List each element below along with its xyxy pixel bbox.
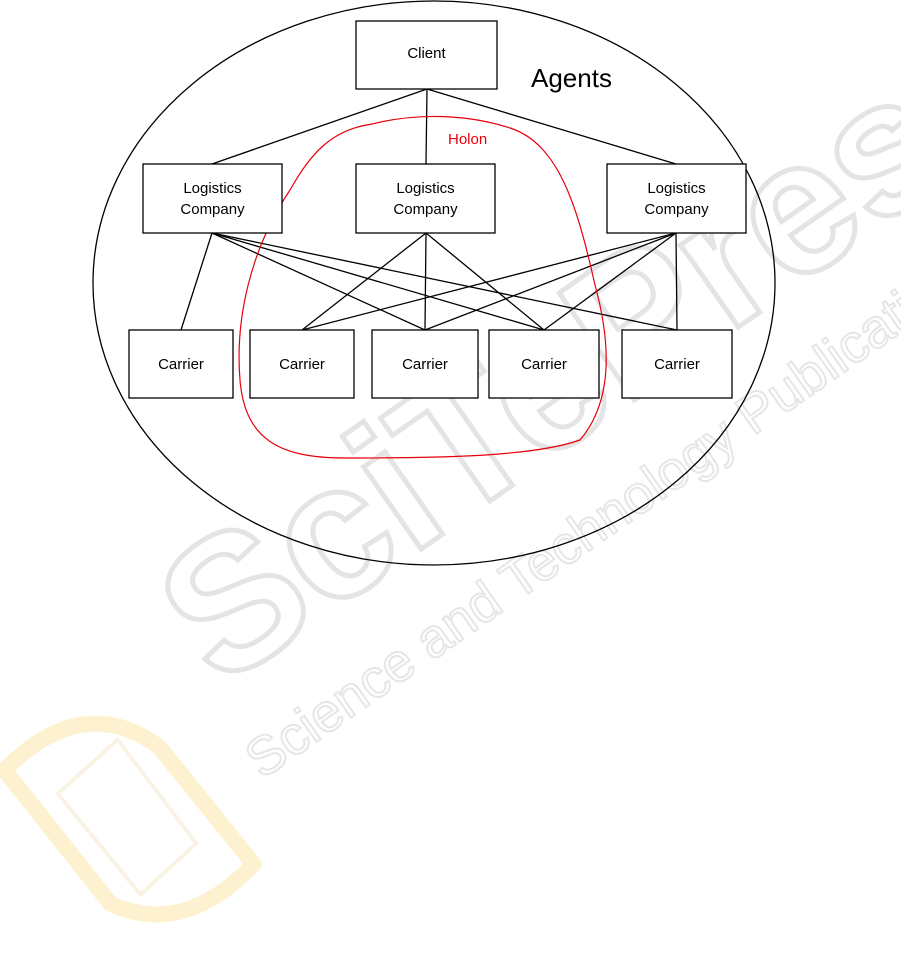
- carrier-node-5: Carrier: [622, 330, 732, 398]
- diagram-title: Agents: [531, 63, 612, 93]
- edge-company2-carrier3: [425, 233, 426, 330]
- company-label-line2: Company: [393, 201, 458, 218]
- holon-label: Holon: [448, 131, 487, 148]
- carrier-node-4: Carrier: [489, 330, 599, 398]
- carrier-label: Carrier: [158, 356, 204, 373]
- client-label: Client: [407, 45, 446, 62]
- carrier-node-2: Carrier: [250, 330, 354, 398]
- carrier-node-1: Carrier: [129, 330, 233, 398]
- carrier-label: Carrier: [402, 356, 448, 373]
- edge-company1-carrier1: [181, 233, 212, 330]
- edge-client-company-3: [427, 89, 676, 164]
- edge-client-company-1: [212, 89, 427, 164]
- company-node-1: Logistics Company: [143, 164, 282, 233]
- client-node: Client: [356, 21, 497, 89]
- company-label-line1: Logistics: [396, 180, 454, 197]
- carrier-label: Carrier: [521, 356, 567, 373]
- edge-company1-carrier3: [212, 233, 425, 330]
- company-node-3: Logistics Company: [607, 164, 746, 233]
- company-label-line1: Logistics: [183, 180, 241, 197]
- company-node-2: Logistics Company: [356, 164, 495, 233]
- watermark-logo: [2, 681, 256, 954]
- edge-company2-carrier2: [302, 233, 426, 330]
- carrier-node-3: Carrier: [372, 330, 478, 398]
- company-label-line1: Logistics: [647, 180, 705, 197]
- edge-client-company-2: [426, 89, 427, 164]
- carrier-label: Carrier: [279, 356, 325, 373]
- company-label-line2: Company: [644, 201, 709, 218]
- company-label-line2: Company: [180, 201, 245, 218]
- edge-company1-carrier4: [212, 233, 544, 330]
- carrier-label: Carrier: [654, 356, 700, 373]
